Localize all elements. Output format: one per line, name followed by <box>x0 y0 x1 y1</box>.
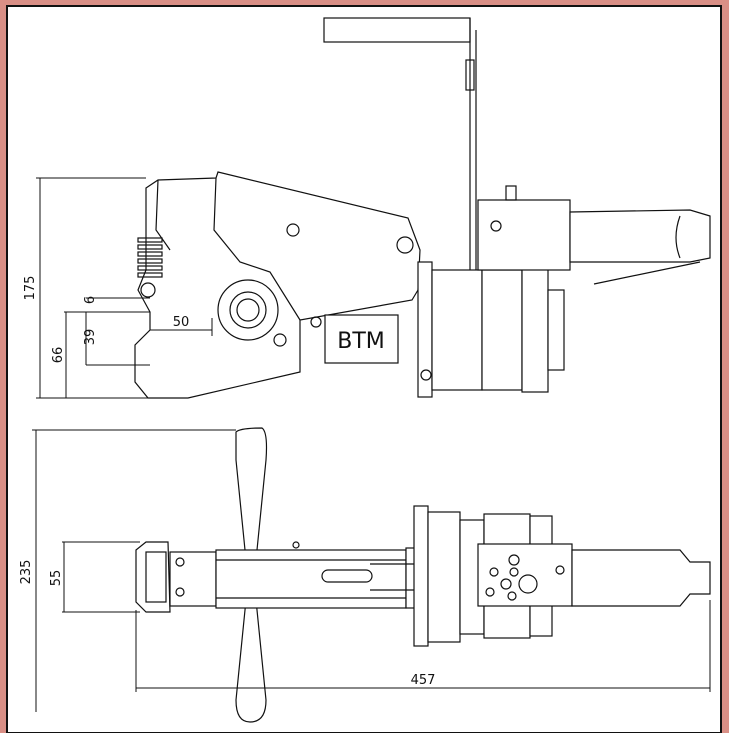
gear-bolt-4 <box>500 578 512 590</box>
body-split-line <box>213 177 301 321</box>
motor-housing <box>431 269 483 391</box>
trigger-lever <box>593 261 701 285</box>
gear-bolt-1 <box>508 554 520 566</box>
paper-sheet <box>6 5 722 733</box>
nose-tip <box>140 282 156 298</box>
body-screw <box>286 223 300 237</box>
dim-jaw-width: 55 <box>49 570 64 587</box>
gear-bolt-7 <box>555 565 565 575</box>
jaw-insert <box>145 551 167 603</box>
gearbox <box>477 199 571 271</box>
top-view <box>135 427 711 723</box>
body-knob <box>396 236 414 254</box>
rotary-disc-hub <box>236 298 260 322</box>
bar-screw-3 <box>292 541 300 549</box>
side-view-dimensions <box>36 177 213 399</box>
gear-bolt-2 <box>489 567 499 577</box>
motor-ring <box>481 269 523 391</box>
motor-end <box>547 289 565 371</box>
bar-slot <box>321 569 373 583</box>
dim-clearance: 6 <box>83 296 98 304</box>
dim-reach: 50 <box>173 315 190 330</box>
flange-screw <box>420 369 432 381</box>
rotary-disc-inner <box>229 291 267 329</box>
top-handle <box>323 17 471 43</box>
top-view-dimensions <box>32 429 711 712</box>
motor-cap <box>521 267 549 393</box>
rear-handle-grip <box>675 215 681 259</box>
top-flange <box>413 505 429 647</box>
top-rear-handle <box>571 549 711 607</box>
handle-clip <box>465 59 475 91</box>
bar-screw-2 <box>175 587 185 597</box>
spring <box>137 237 163 278</box>
bar-screw-1 <box>175 557 185 567</box>
gearbox-screw <box>490 220 502 232</box>
gear-bolt-6 <box>507 591 517 601</box>
rear-handle <box>569 209 711 263</box>
brand-plate <box>324 314 399 364</box>
body-front-line <box>155 179 171 251</box>
gear-bolt-5 <box>485 587 495 597</box>
dim-overall-width: 235 <box>19 560 34 585</box>
flange-plate <box>417 261 433 398</box>
gearbox-knob <box>505 185 517 201</box>
dim-depth-66: 66 <box>51 347 66 364</box>
body-bolt <box>273 333 287 347</box>
dim-overall-height: 175 <box>23 276 38 301</box>
side-view <box>134 17 711 399</box>
jaw-head <box>135 541 171 613</box>
dim-depth-39: 39 <box>83 329 98 346</box>
rotary-disc <box>217 279 279 341</box>
top-flange-ring <box>427 511 461 643</box>
brand-label: BTM <box>337 329 385 354</box>
dim-overall-length: 457 <box>411 673 436 688</box>
gear-bolt-3 <box>509 567 519 577</box>
bar-main <box>215 549 407 609</box>
plate-screw <box>310 316 322 328</box>
gear-hub <box>518 574 538 594</box>
